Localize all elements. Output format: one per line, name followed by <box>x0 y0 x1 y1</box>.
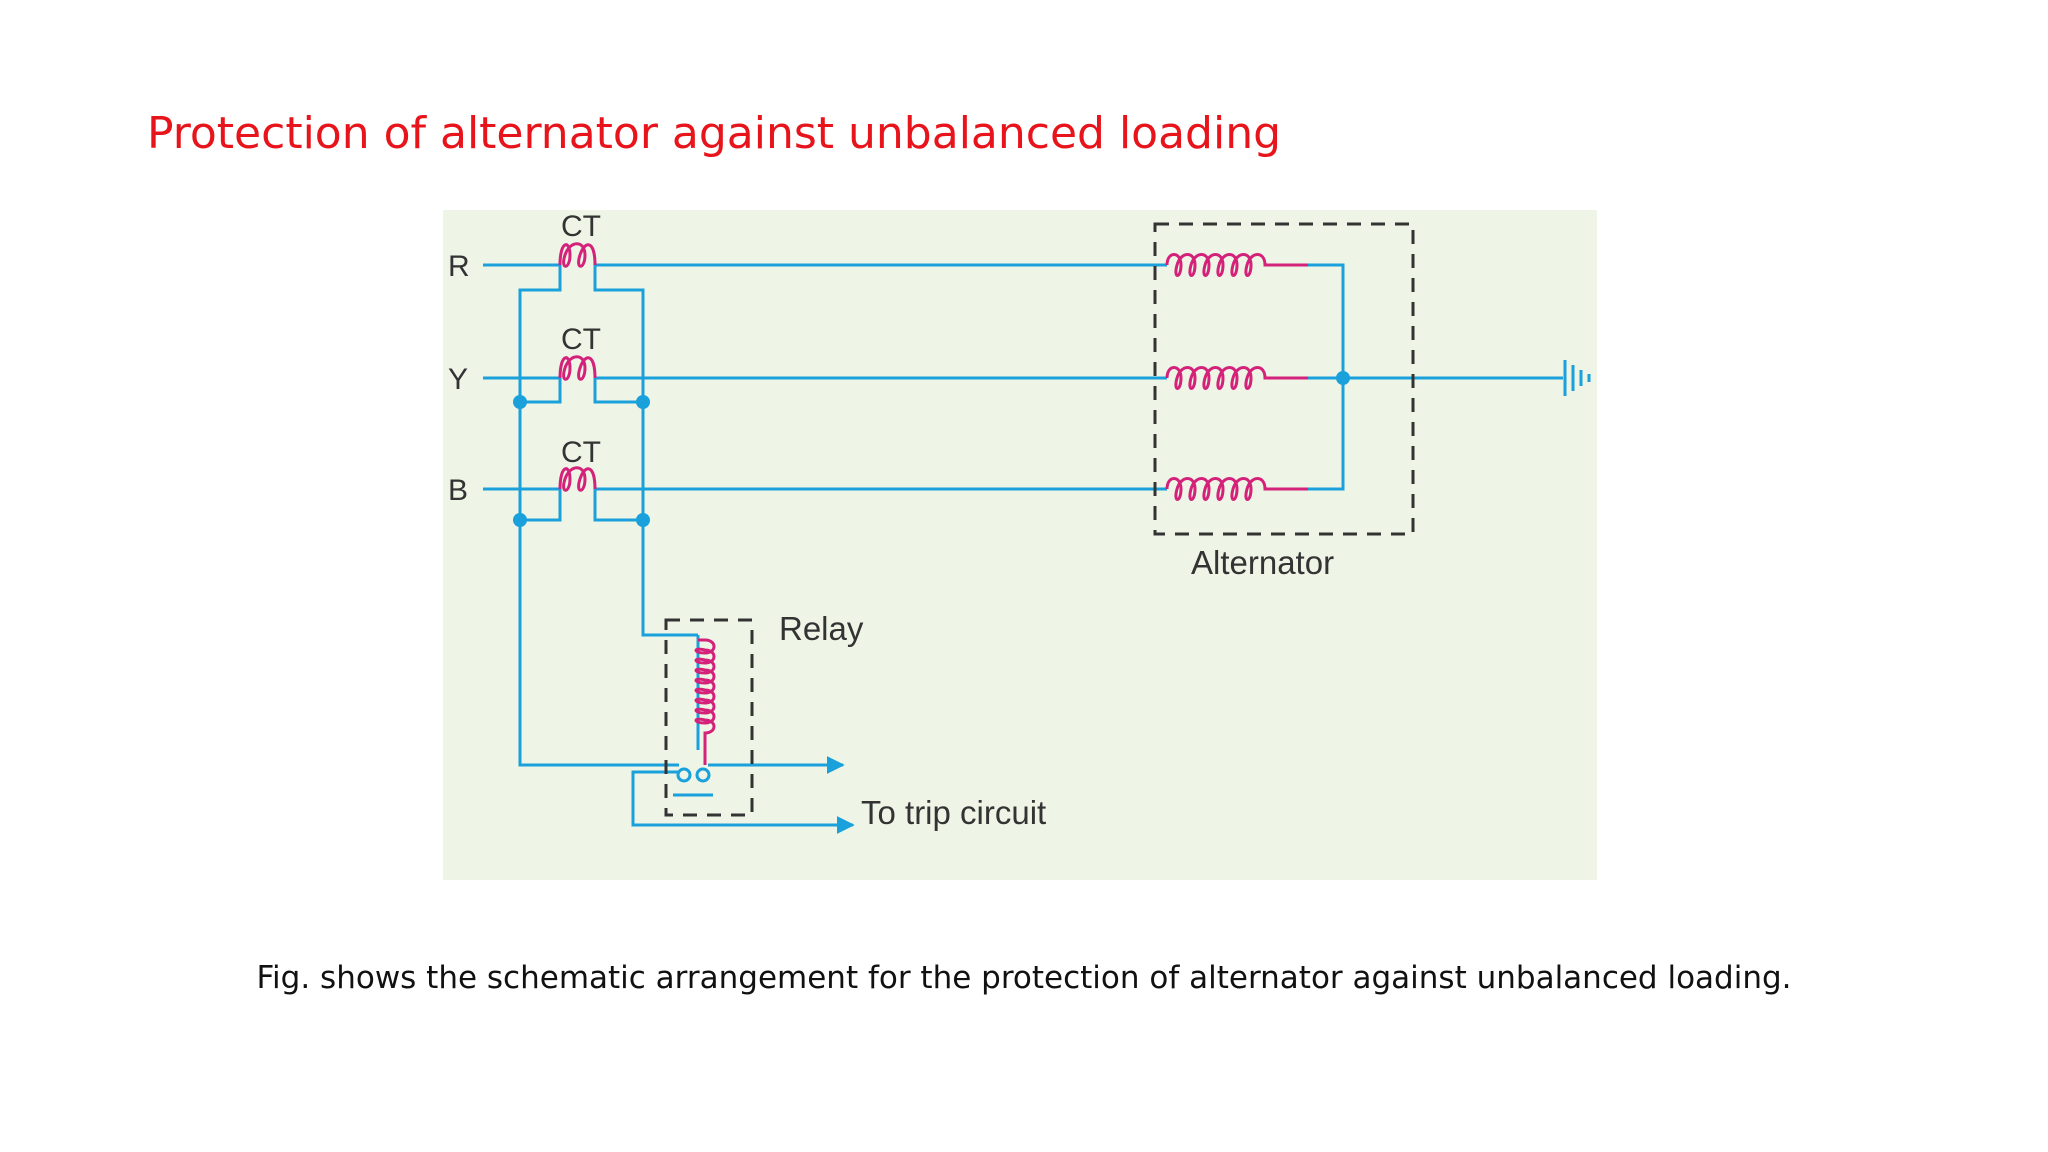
ct-label-b: CT <box>561 436 601 469</box>
schematic-svg <box>483 222 1591 834</box>
ct-wire-right <box>593 265 698 637</box>
ct-coil-icon <box>558 355 597 381</box>
earth-icon <box>1563 360 1591 396</box>
alternator-winding-icon <box>1165 366 1308 390</box>
junction-dot <box>513 513 527 527</box>
alternator-winding-icon <box>1165 253 1308 277</box>
relay-contact <box>695 767 711 783</box>
alternator-enclosure <box>1153 222 1415 536</box>
relay-contact <box>676 767 692 783</box>
trip-arrow-2 <box>631 770 855 834</box>
junction-dot <box>513 395 527 409</box>
ct-label-y: CT <box>561 323 601 356</box>
relay-label: Relay <box>779 610 864 647</box>
ct-b-left <box>520 489 562 522</box>
schematic-diagram: CT CT CT R Y B Alternator Relay To trip … <box>443 210 1597 880</box>
star-point-dot <box>1336 371 1350 385</box>
ct-y-right <box>593 378 643 404</box>
ct-b-right <box>593 489 643 522</box>
alternator-label: Alternator <box>1191 544 1335 581</box>
phase-label-b: B <box>448 474 469 507</box>
slide-title: Protection of alternator against unbalan… <box>147 108 1282 159</box>
relay-coil-icon <box>694 638 716 765</box>
phase-label-r: R <box>448 250 470 283</box>
ct-label-r: CT <box>561 210 601 243</box>
ct-coil-icon <box>558 242 597 268</box>
ct-y-left <box>520 378 562 404</box>
figure-caption: Fig. shows the schematic arrangement for… <box>256 960 1792 996</box>
ct-wire-left <box>518 265 656 767</box>
phase-label-y: Y <box>448 363 469 396</box>
trip-circuit-label: To trip circuit <box>861 794 1047 831</box>
alternator-winding-icon <box>1165 477 1308 501</box>
junction-dot <box>636 395 650 409</box>
ct-coil-icon <box>558 466 597 492</box>
junction-dot <box>636 513 650 527</box>
relay-enclosure <box>664 618 754 817</box>
